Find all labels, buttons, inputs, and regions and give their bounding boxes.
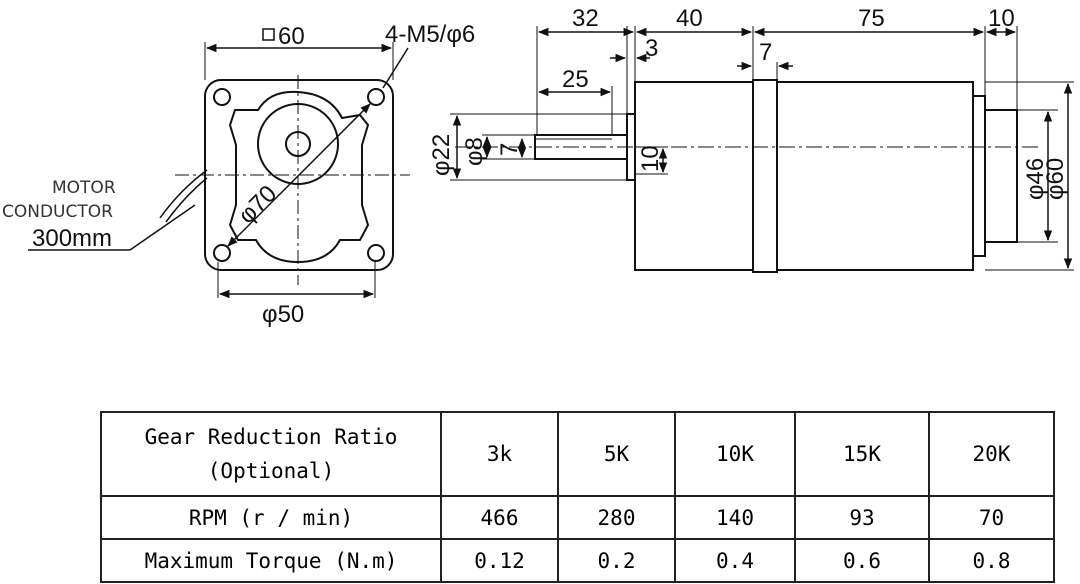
dim-7-top-label: 7 [759, 39, 772, 66]
dim-phi46-label: φ46 [1022, 158, 1049, 200]
square-symbol-icon [262, 28, 275, 41]
mount-hole-br [367, 244, 385, 262]
dim-3-label: 3 [645, 35, 658, 62]
mount-hole-label: 4-M5/φ6 [385, 21, 475, 48]
rpm-header: RPM (r / min) [100, 495, 442, 540]
pcd-label: φ70 [233, 180, 282, 229]
side-view [450, 26, 1074, 273]
torque-header: Maximum Torque (N.m) [100, 538, 442, 583]
rpm-cell: 280 [557, 495, 676, 540]
dim-75-label: 75 [858, 5, 885, 32]
gear-housing-outline [228, 90, 370, 264]
torque-cell: 0.6 [794, 538, 930, 583]
dim-10-side-label: 10 [637, 145, 664, 172]
table-row: Maximum Torque (N.m) 0.12 0.2 0.4 0.6 0.… [100, 538, 1055, 583]
torque-cell: 0.2 [557, 538, 676, 583]
mount-hole-tr [367, 88, 385, 106]
gear-ratio-header: Gear Reduction Ratio (Optional) [100, 411, 442, 497]
dim-phi22-label: φ22 [428, 134, 455, 176]
gear-ratio-spec-table: Gear Reduction Ratio (Optional) 3k 5K 10… [100, 411, 1055, 583]
torque-cell: 0.12 [440, 538, 559, 583]
ratio-cell: 20K [928, 411, 1055, 497]
ratio-cell: 3k [440, 411, 559, 497]
conductor-label-line2: CONDUCTOR [2, 202, 113, 222]
pilot-diameter-label: φ50 [262, 301, 304, 328]
dim-phi60-label: φ60 [1042, 158, 1069, 200]
dim-phi8-label: φ8 [461, 137, 488, 166]
square-size-label: 60 [278, 23, 305, 50]
front-view [28, 42, 410, 299]
motor-dimension-drawing: 60 4-M5/φ6 φ70 φ50 MOTOR CONDUCTOR 300mm [2, 5, 1074, 328]
torque-cell: 0.8 [928, 538, 1055, 583]
rear-end-cap [972, 95, 986, 257]
table-row: RPM (r / min) 466 280 140 93 70 [100, 495, 1055, 540]
ratio-cell: 10K [674, 411, 796, 497]
mount-hole-tl [213, 88, 231, 106]
table-row: Gear Reduction Ratio (Optional) 3k 5K 10… [100, 411, 1055, 497]
conductor-label-line1: MOTOR [52, 178, 116, 198]
rpm-cell: 140 [674, 495, 796, 540]
dim-10-top-label: 10 [988, 5, 1015, 32]
dim-25-label: 25 [562, 66, 589, 93]
ratio-cell: 5K [557, 411, 676, 497]
gear-head-body [634, 81, 754, 271]
rear-bearing-cap [984, 109, 1018, 243]
torque-cell: 0.4 [674, 538, 796, 583]
rpm-cell: 93 [794, 495, 930, 540]
ratio-cell: 15K [794, 411, 930, 497]
dim-40-label: 40 [676, 5, 703, 32]
collar-band [752, 79, 778, 273]
dim-32-label: 32 [572, 5, 599, 32]
dim-7-key-label: 7 [496, 143, 523, 156]
rpm-cell: 466 [440, 495, 559, 540]
motor-body [776, 81, 974, 271]
conductor-length-label: 300mm [32, 225, 112, 252]
rpm-cell: 70 [928, 495, 1055, 540]
mount-hole-bl [213, 244, 231, 262]
